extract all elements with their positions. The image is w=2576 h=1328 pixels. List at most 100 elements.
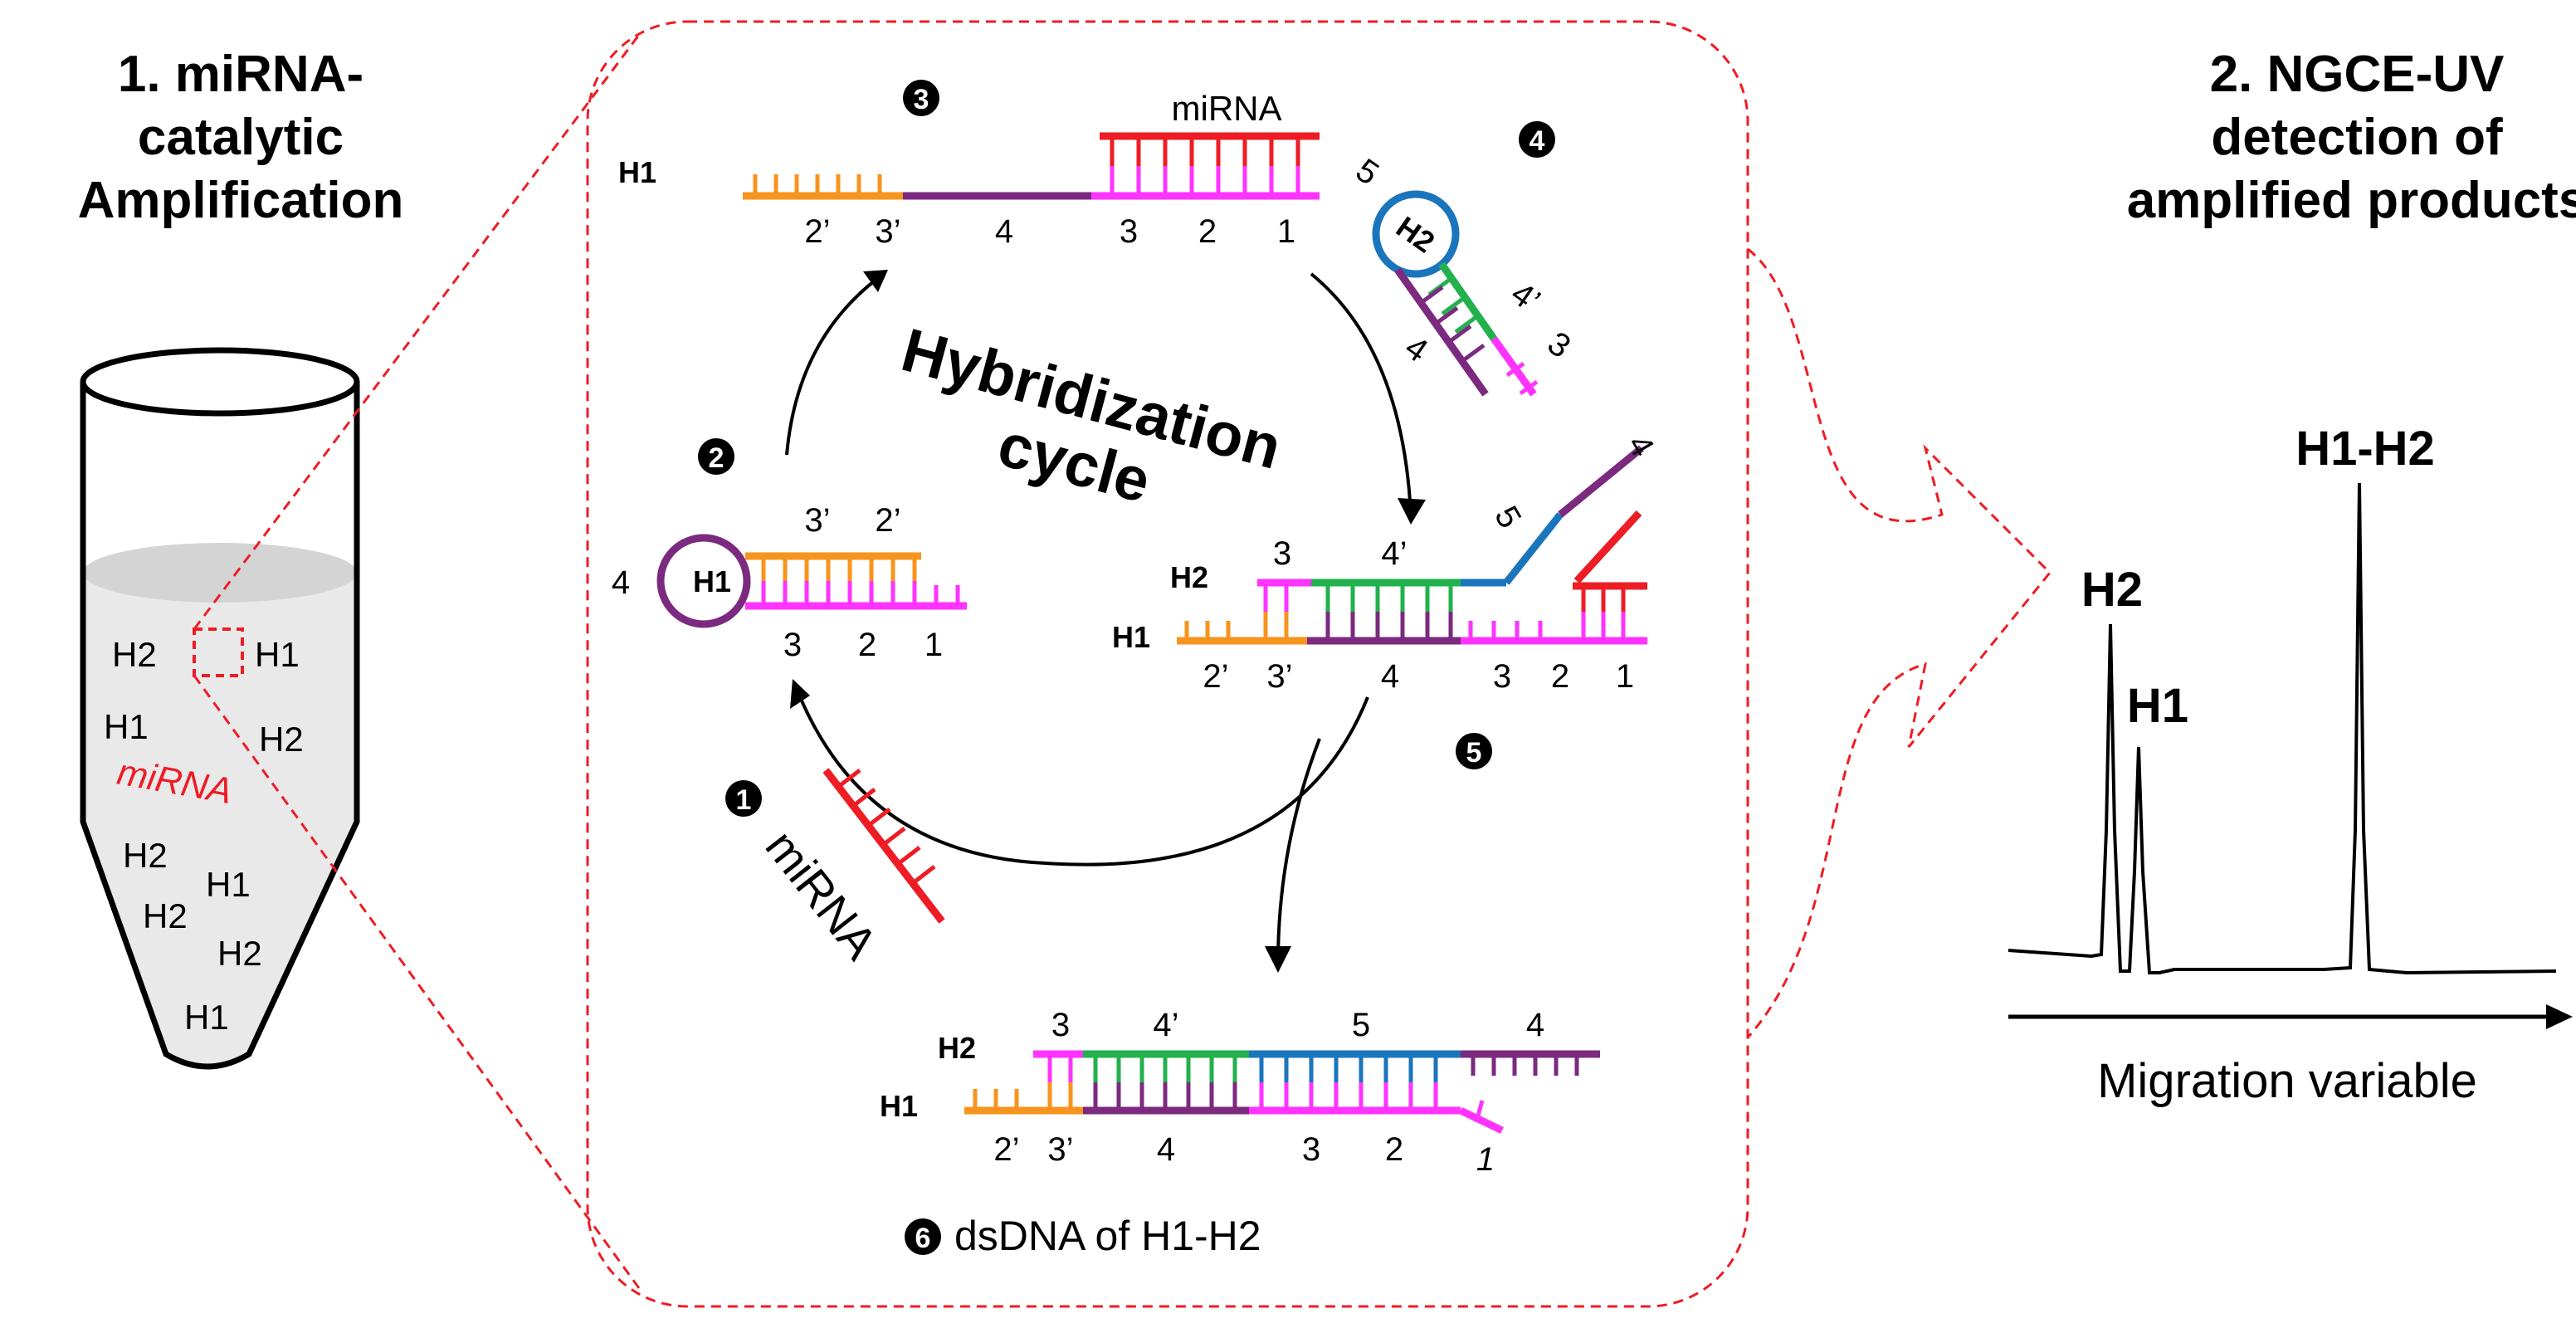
cycle-arrows	[785, 272, 1412, 964]
step6-strand-h2: H2	[938, 1031, 976, 1065]
step5-bottom-2: 2	[1551, 658, 1569, 695]
arrow-5-to-6	[1276, 738, 1321, 964]
step4-number: 4	[1530, 125, 1545, 157]
step4-seg-3: 3	[1541, 325, 1577, 365]
step6-bottom-1: 1	[1476, 1141, 1495, 1178]
peak-label-h1-h2: H1-H2	[2295, 422, 2435, 476]
tube-label-h2-b: H2	[259, 720, 304, 759]
step5-number: 5	[1466, 737, 1482, 769]
step6-bottom-3: 3	[1302, 1131, 1320, 1168]
step6-bottom-2: 2	[1385, 1131, 1403, 1168]
tube-label-h1-a: H1	[255, 635, 300, 674]
panel1-title-line2: catalytic	[138, 109, 344, 166]
step6-top-4p: 4’	[1153, 1007, 1178, 1043]
step1-label: miRNA	[756, 821, 888, 969]
step5-top-4p: 4’	[1381, 535, 1407, 572]
peak-label-h1: H1	[2127, 679, 2188, 733]
step4-seg-4p: 4’	[1505, 275, 1547, 320]
step2-loop-label: H1	[693, 564, 731, 598]
step6-top-5: 5	[1352, 1007, 1370, 1043]
step2-bottom-3: 3	[783, 627, 802, 663]
step1-marker	[725, 780, 762, 817]
step3-seg-2p: 2’	[804, 213, 830, 250]
detection-arrow	[1746, 247, 2052, 1038]
tube-label-h2-a: H2	[112, 635, 157, 674]
step4-loop-label: H2	[1390, 209, 1441, 259]
panel-amplification: 1. miRNA- catalytic Amplification H2 H1 …	[78, 46, 404, 1070]
step5-bottom-4: 4	[1381, 658, 1399, 695]
step6-top-4: 4	[1526, 1007, 1544, 1043]
panel3-title-line1: 2. NGCE-UV	[2210, 46, 2505, 103]
step4-marker	[1519, 121, 1555, 158]
step2-bottom-1: 1	[925, 627, 943, 663]
step1-number: 1	[736, 784, 752, 816]
step6-bottom-2p: 2’	[993, 1131, 1019, 1168]
panel1-title-line3: Amplification	[78, 172, 404, 229]
step5-bottom-2p: 2’	[1203, 658, 1228, 695]
hybridization-cycle-panel: Hybridization cycle 3 H1 miRNA	[586, 20, 1749, 1308]
panel3-title-line3: amplified products	[2127, 172, 2576, 229]
step2-bottom-2: 2	[858, 627, 876, 663]
step3-seg-3p: 3’	[875, 213, 900, 250]
step5-bottom-1: 1	[1616, 658, 1634, 695]
arrow-2-to-3	[785, 276, 880, 456]
cycle-title: Hybridization cycle	[895, 315, 1288, 515]
step3-mirna-label: miRNA	[1172, 89, 1282, 128]
step6-number: 6	[915, 1223, 931, 1254]
step1-group: 1 miRNA	[725, 768, 945, 969]
tube-label-h1-b: H1	[104, 707, 149, 746]
step5-group: 5 H2 H1 3 4’	[1112, 429, 1661, 769]
arrow-3-to-5	[1310, 272, 1412, 515]
step2-group: 2 H1 4 3’ 2’ 3 2 1	[612, 438, 967, 663]
step6-strand-h1: H1	[880, 1089, 918, 1123]
tube-label-h1-c: H1	[206, 865, 251, 904]
step6-caption: dsDNA of H1-H2	[954, 1213, 1261, 1259]
step2-top-3p: 3’	[804, 502, 830, 539]
step3-seg-4: 4	[995, 213, 1013, 250]
step3-marker	[903, 80, 939, 116]
axis-arrowhead	[2546, 1004, 2573, 1029]
step4-group: 4 H2 5 4’ 3 4	[1349, 121, 1577, 397]
step2-top-2p: 2’	[875, 502, 900, 539]
step3-seg-3: 3	[1120, 213, 1138, 250]
step4-seg-4: 4	[1398, 329, 1434, 369]
tube-label-h1-d: H1	[184, 998, 229, 1037]
arrow-5-to-2	[795, 688, 1369, 867]
step3-number: 3	[914, 84, 929, 115]
panel3-title-line2: detection of	[2211, 109, 2503, 166]
step3-strand-label: H1	[618, 155, 656, 189]
tube-icon	[80, 347, 360, 1070]
step5-top-5: 5	[1487, 500, 1528, 535]
step2-number: 2	[709, 442, 724, 474]
step6-group: H2 H1 3 4’ 5 4 2’ 3’	[880, 1007, 1600, 1259]
tube-label-h2-e: H2	[217, 934, 262, 973]
step3-group: 3 H1 miRNA 2’ 3’ 4 3 2 1	[618, 80, 1320, 250]
electropherogram-trace	[2008, 482, 2557, 975]
step4-h2-loop	[1372, 190, 1460, 278]
step5-top-3: 3	[1273, 535, 1291, 572]
cycle-box	[586, 20, 1749, 1308]
tube-label-h2-c: H2	[123, 836, 168, 875]
step2-h1-loop	[656, 534, 751, 628]
peak-label-h2: H2	[2081, 563, 2143, 617]
step4-loop-num: 5	[1349, 152, 1385, 193]
step3-seg-1: 1	[1277, 213, 1295, 250]
zoom-lines	[193, 34, 641, 1289]
tube-zoom-box	[193, 627, 244, 677]
panel-detection: 2. NGCE-UV detection of amplified produc…	[2008, 46, 2576, 1108]
panel1-title-line1: 1. miRNA-	[118, 46, 363, 103]
step5-bottom-3: 3	[1493, 658, 1511, 695]
cycle-arrowheads	[790, 270, 1426, 973]
tube-label-h2-d: H2	[143, 896, 188, 935]
axis-label: Migration variable	[2097, 1054, 2477, 1108]
step3-ticks	[753, 136, 1300, 196]
step6-bottom-4: 4	[1157, 1131, 1175, 1168]
step5-bottom-3p: 3’	[1266, 658, 1292, 695]
step6-top-3: 3	[1051, 1007, 1070, 1043]
step6-bottom-3p: 3’	[1047, 1131, 1073, 1168]
step5-marker	[1456, 733, 1492, 769]
step5-strand-h1: H1	[1112, 620, 1150, 654]
step5-strand-h2: H2	[1170, 560, 1208, 594]
step2-marker	[698, 438, 734, 475]
